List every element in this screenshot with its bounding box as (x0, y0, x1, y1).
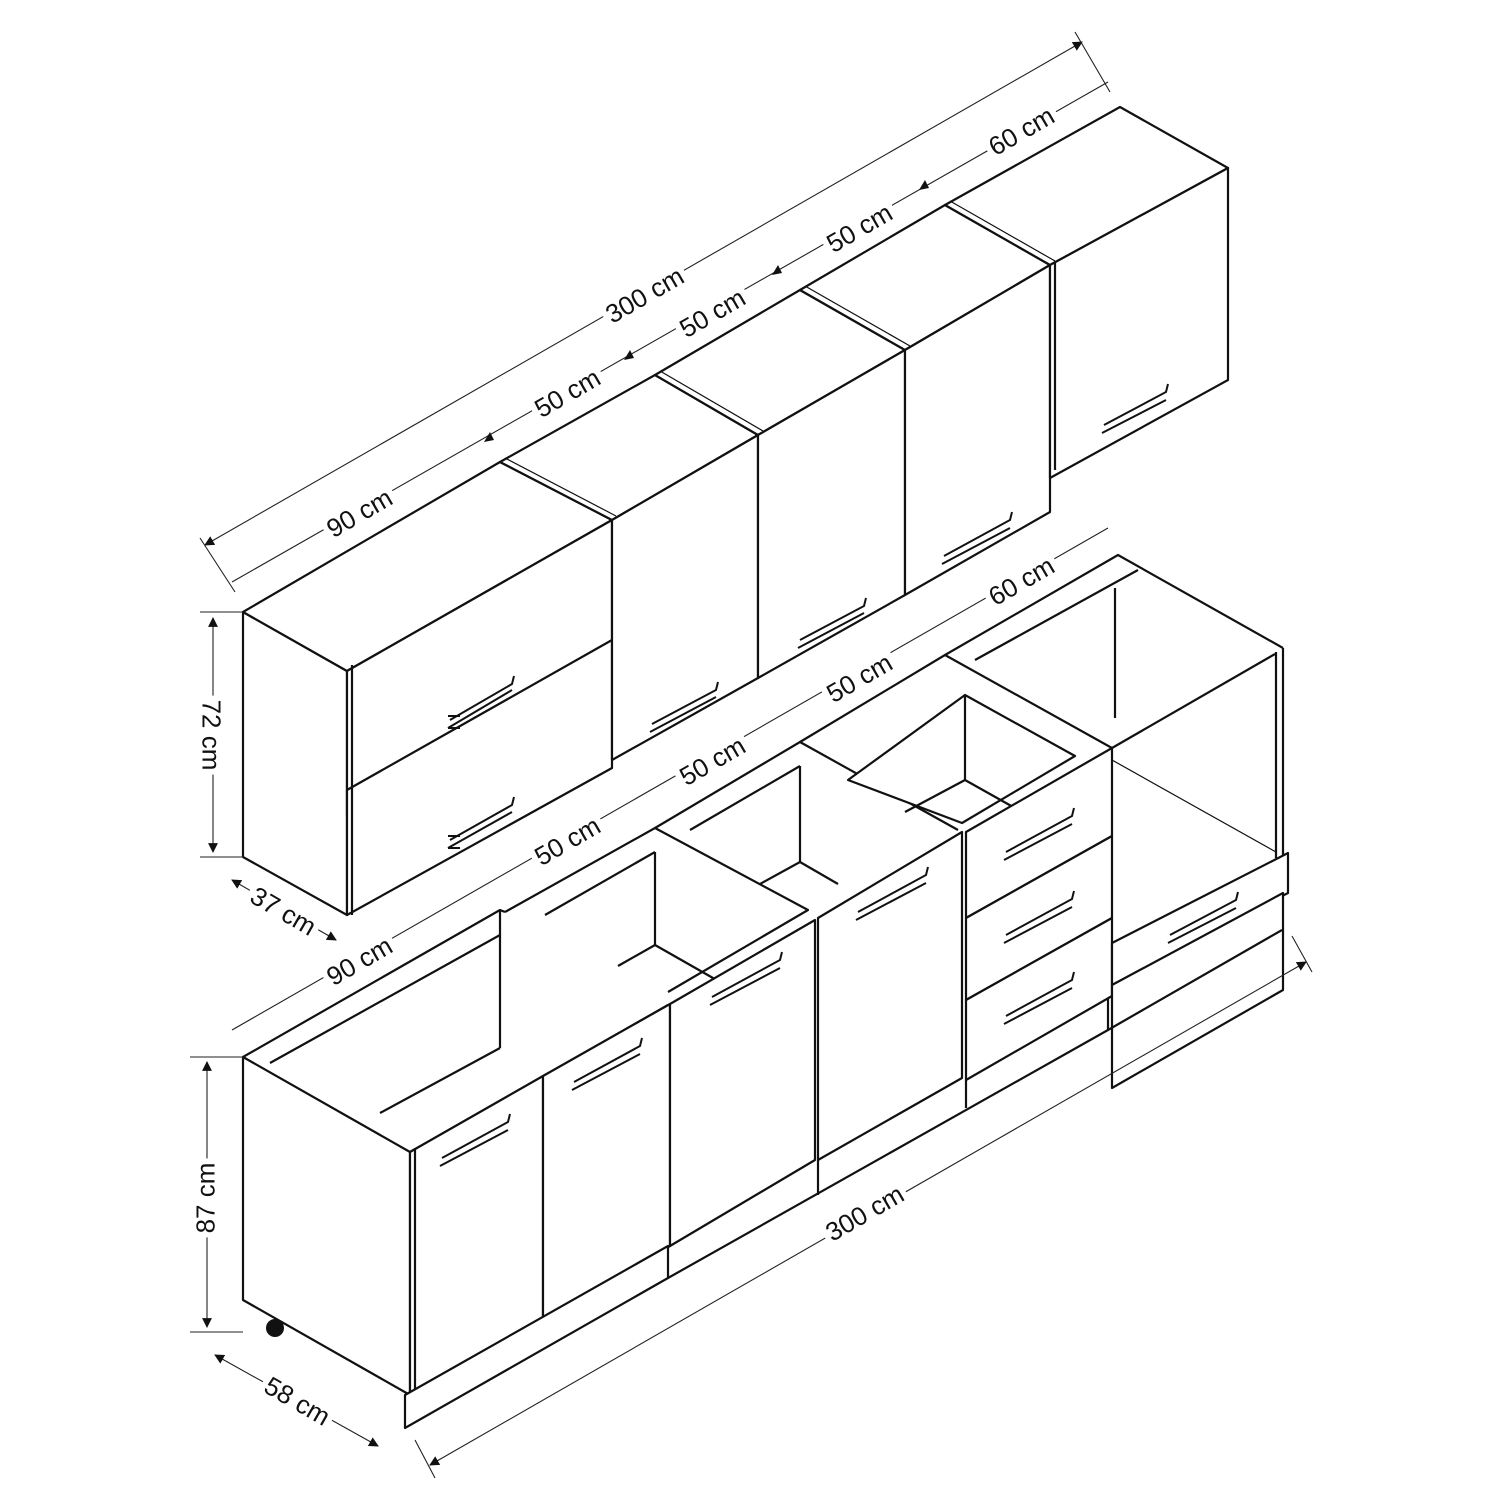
label-wall-height: 72 cm (196, 695, 226, 775)
base-unit-90 (241, 908, 672, 1430)
foot-icon (266, 1319, 284, 1337)
label-base-height: 87 cm (190, 1158, 220, 1238)
